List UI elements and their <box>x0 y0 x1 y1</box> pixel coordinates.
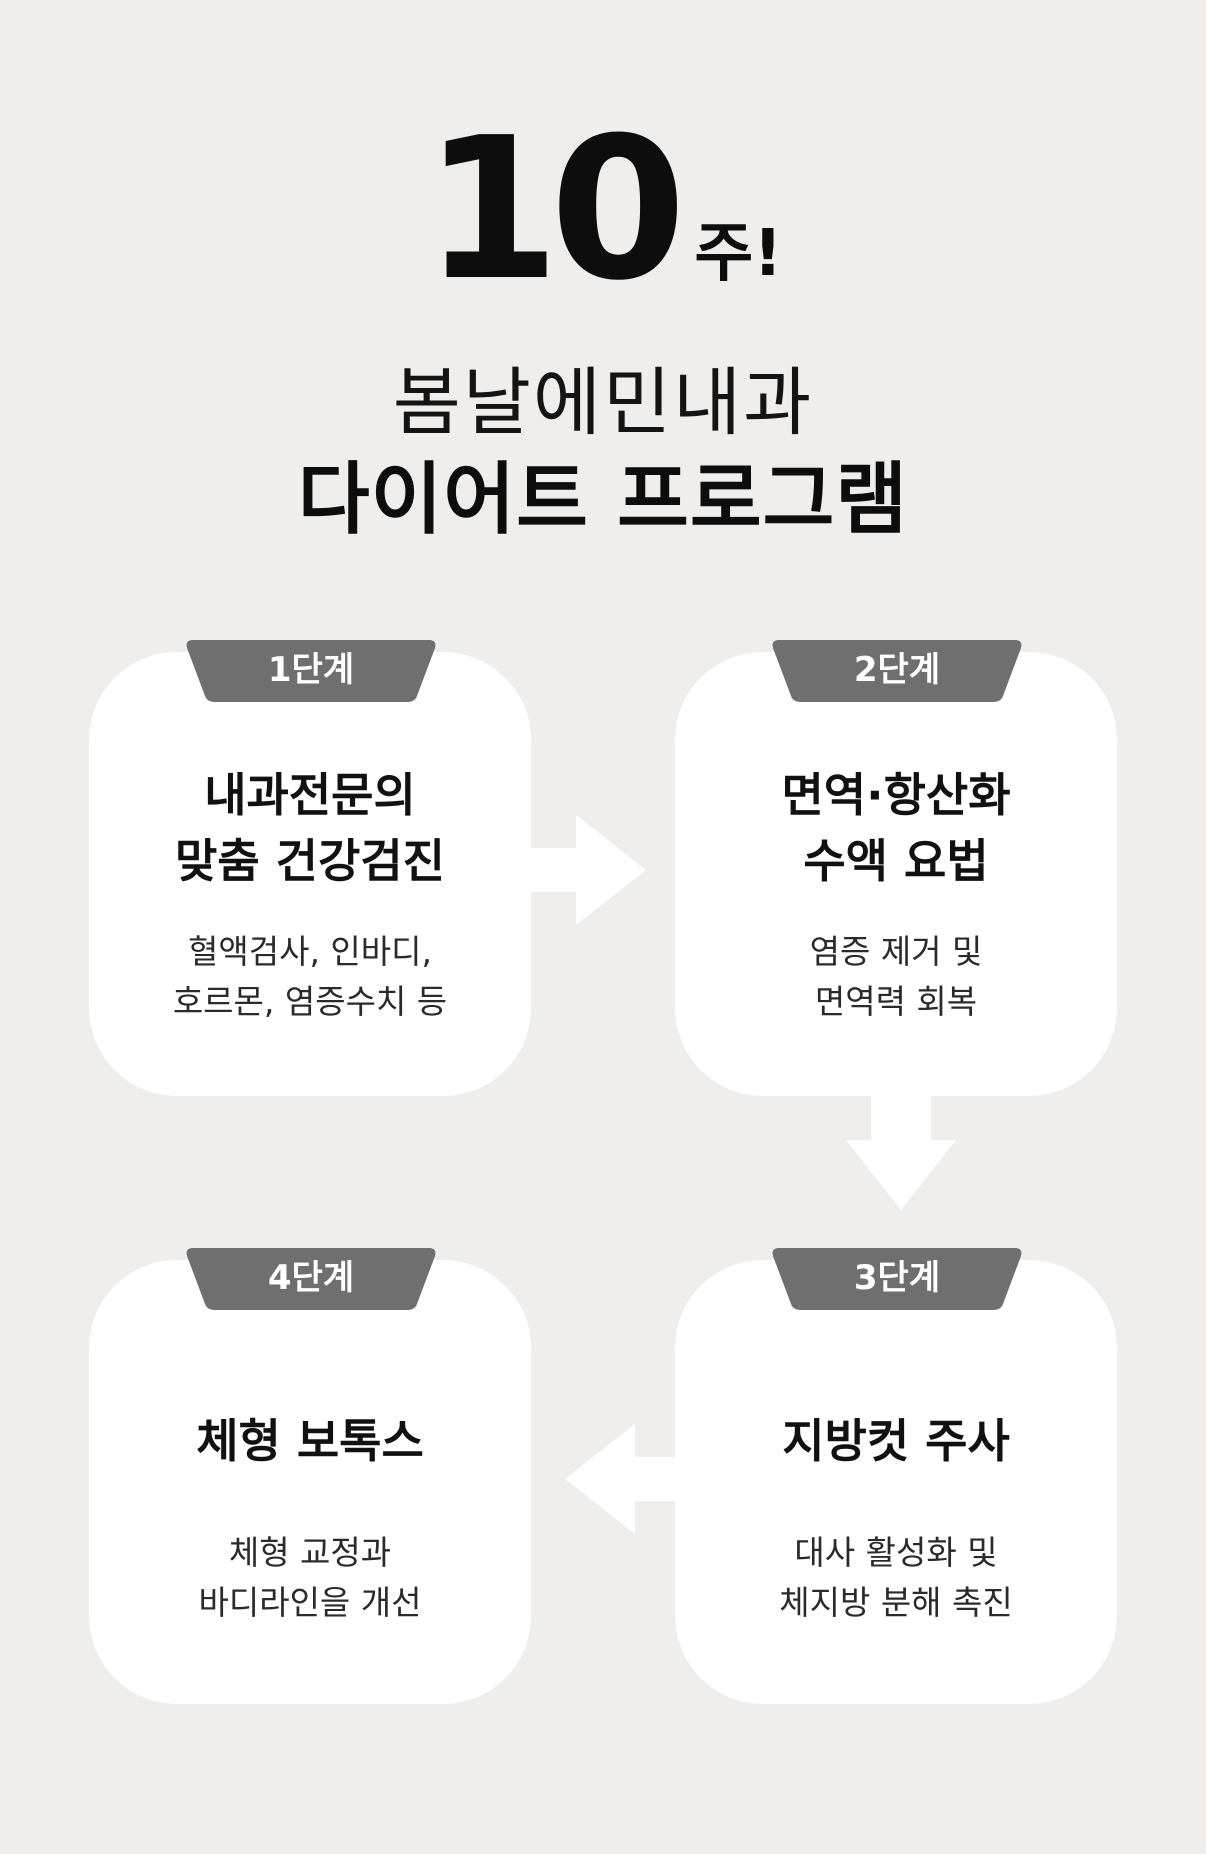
step-badge: 3단계 <box>771 1248 1023 1310</box>
step-card-4: 4단계 체형 보톡스 체형 교정과 바디라인을 개선 <box>89 1248 531 1704</box>
step-title: 면역·항산화 수액 요법 <box>781 768 1011 888</box>
step-card-3: 3단계 지방컷 주사 대사 활성화 및 체지방 분해 촉진 <box>675 1248 1117 1704</box>
weeks-number: 10 <box>423 96 687 324</box>
step-title: 지방컷 주사 <box>782 1414 1010 1468</box>
step-badge: 1단계 <box>185 640 437 702</box>
step-badge: 4단계 <box>185 1248 437 1310</box>
step-description: 대사 활성화 및 체지방 분해 촉진 <box>779 1533 1013 1622</box>
clinic-name: 봄날에민내과 <box>392 360 814 446</box>
step-card-1: 1단계 내과전문의 맞춤 건강검진 혈액검사, 인바디, 호르몬, 염증수치 등 <box>89 640 531 1096</box>
weeks-headline: 10 주! <box>0 96 1206 324</box>
step-title: 내과전문의 맞춤 건강검진 <box>175 768 445 888</box>
hero-header: 10 주! 봄날에민내과 다이어트 프로그램 <box>0 0 1206 560</box>
step-badge: 2단계 <box>771 640 1023 702</box>
arrow-left-icon <box>565 1424 681 1534</box>
step-description: 염증 제거 및 면역력 회복 <box>809 932 983 1021</box>
step-title: 체형 보톡스 <box>196 1414 424 1468</box>
step-badge-label: 4단계 <box>267 1258 355 1298</box>
arrow-down-icon <box>846 1094 956 1210</box>
step-description: 체형 교정과 바디라인을 개선 <box>198 1533 422 1622</box>
arrow-right-icon <box>530 815 646 925</box>
step-badge-label: 1단계 <box>267 650 355 690</box>
program-title: 다이어트 프로그램 <box>297 455 909 545</box>
step-badge-label: 2단계 <box>853 650 941 690</box>
step-badge-label: 3단계 <box>853 1258 941 1298</box>
step-card-2: 2단계 면역·항산화 수액 요법 염증 제거 및 면역력 회복 <box>675 640 1117 1096</box>
weeks-unit: 주! <box>694 217 783 291</box>
step-description: 혈액검사, 인바디, 호르몬, 염증수치 등 <box>172 932 448 1021</box>
